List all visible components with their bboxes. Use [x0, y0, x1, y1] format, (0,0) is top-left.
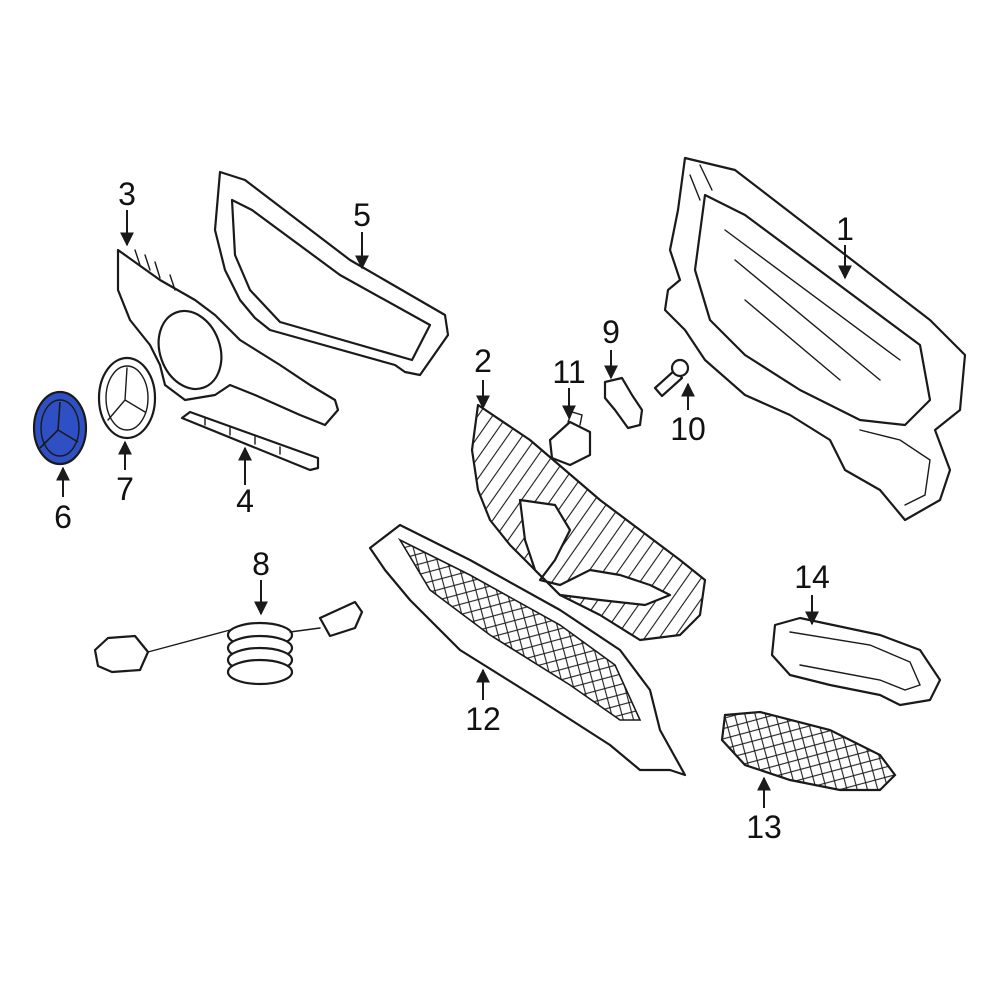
- part-9-bracket: [603, 376, 644, 430]
- part-13-side-mesh: [720, 710, 897, 792]
- part-3-trim-bar: [116, 248, 340, 427]
- callout-7: 7: [116, 471, 134, 507]
- part-5-upper-frame: [213, 170, 450, 377]
- callout-6: 6: [54, 499, 72, 535]
- callout-14: 14: [794, 559, 830, 595]
- callout-2: 2: [474, 343, 492, 379]
- part-14-side-trim: [770, 616, 942, 707]
- part-6-emblem: [32, 390, 88, 466]
- callout-5: 5: [353, 197, 371, 233]
- part-10-screw: [653, 358, 690, 398]
- callout-3: 3: [118, 176, 136, 212]
- part-8-harness: [93, 600, 364, 686]
- part-12-lower-mesh: [368, 523, 687, 777]
- callout-9: 9: [602, 314, 620, 350]
- callout-12: 12: [465, 701, 501, 737]
- part-2-grille-mesh: [470, 403, 707, 642]
- callout-11: 11: [552, 354, 585, 390]
- callout-4: 4: [236, 483, 254, 519]
- part-11-clip: [548, 411, 592, 467]
- part-7-star-housing: [97, 356, 157, 440]
- callout-1: 1: [836, 211, 854, 247]
- callout-13: 13: [746, 809, 782, 845]
- callout-10: 10: [670, 411, 706, 447]
- callout-8: 8: [252, 546, 270, 582]
- part-1-grille-carrier: [663, 156, 967, 522]
- part-4-lower-strip: [180, 410, 320, 472]
